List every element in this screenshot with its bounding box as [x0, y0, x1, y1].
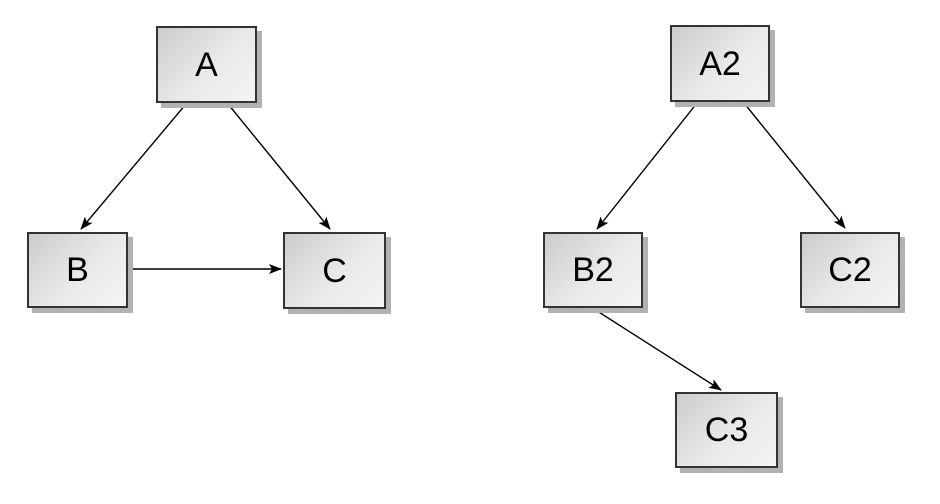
node-C2-label: C2: [828, 251, 872, 289]
node-A2-label: A2: [699, 44, 741, 83]
node-B-label: B: [66, 251, 89, 289]
edge-A2-B2: [596, 102, 698, 230]
edge-A-C: [227, 103, 331, 230]
node-B2-label: B2: [572, 251, 614, 289]
node-C-label: C: [322, 251, 347, 290]
edge-A-B: [80, 103, 187, 230]
edge-B2-C3: [593, 308, 722, 391]
node-A2[interactable]: A2: [670, 25, 770, 102]
node-B[interactable]: B: [27, 232, 128, 308]
node-C[interactable]: C: [283, 232, 386, 309]
node-C3[interactable]: C3: [675, 392, 778, 468]
node-A[interactable]: A: [156, 26, 257, 103]
edge-A2-C2: [743, 102, 846, 229]
node-A-label: A: [195, 45, 218, 84]
node-C3-label: C3: [704, 411, 749, 449]
node-C2[interactable]: C2: [800, 232, 900, 308]
node-B2[interactable]: B2: [543, 232, 643, 308]
